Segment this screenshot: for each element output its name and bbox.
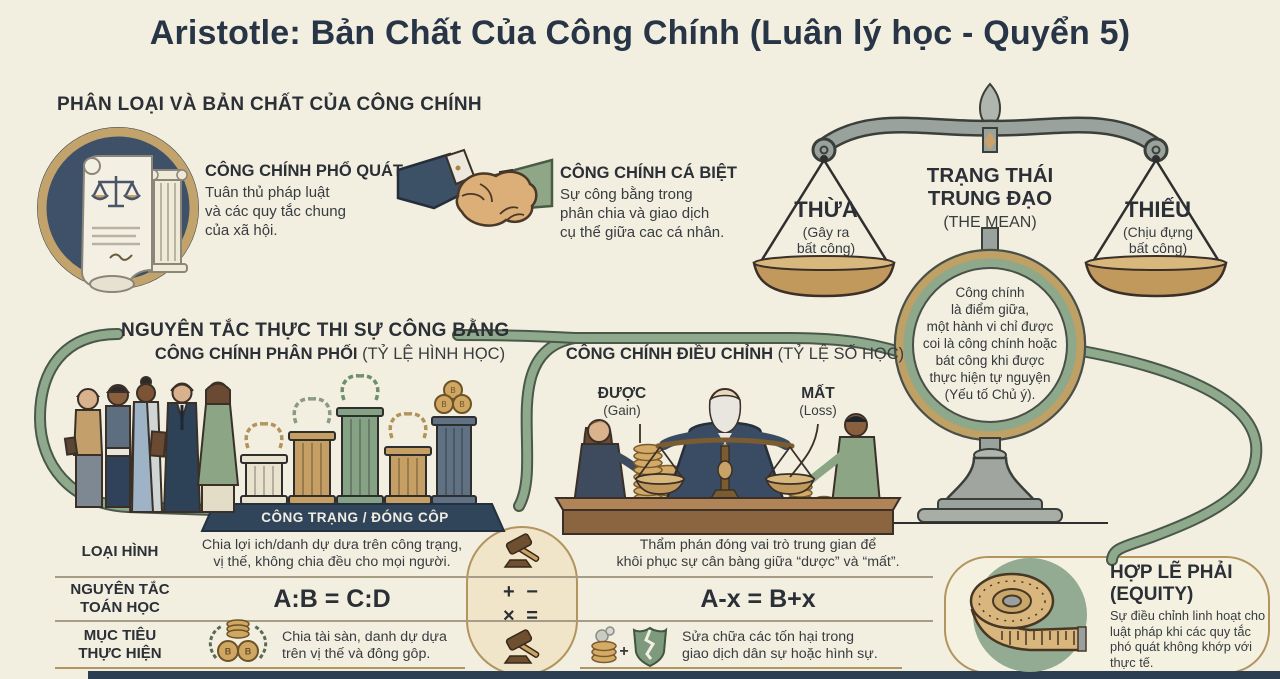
table-bottom-line-right (580, 667, 902, 669)
person (128, 376, 168, 513)
mean-label: TRẠNG THÁI TRUNG ĐẠO (926, 164, 1054, 210)
person (105, 384, 131, 508)
svg-text:B: B (450, 386, 455, 395)
universal-justice-body: Tuân thủ pháp luật và các quy tắc chung … (205, 184, 346, 239)
hand-scale-icon (634, 437, 816, 501)
laurel-icon (388, 412, 428, 439)
row-label-math: NGUYÊN TẮC TOÁN HỌC (70, 581, 170, 616)
gavel-icon (503, 629, 540, 664)
column-icon (147, 169, 188, 273)
particular-justice-title: CÔNG CHÍNH CÁ BIỆT (560, 164, 737, 182)
plaintiff-person (572, 419, 644, 505)
distributive-header: CÔNG CHÍNH PHÂN PHỐI (TỶ LỆ HÌNH HỌC) (140, 344, 520, 365)
gain-sublabel: (Gain) (603, 403, 641, 418)
mean-ring-note: Công chính là điểm giữa, một hành vi chỉ… (922, 285, 1058, 402)
svg-text:B: B (245, 647, 252, 657)
coins-broken-shield-icon: + (591, 626, 668, 668)
deficiency-label: THIẾU (1125, 197, 1191, 222)
distributive-note: (TỶ LỆ HÌNH HỌC) (357, 345, 506, 363)
handshake-icon (396, 148, 554, 227)
pillar (384, 446, 432, 505)
scroll-icon (80, 155, 153, 293)
corrective-goal-cell: Sửa chữa các tốn hại trong giao dịch dân… (682, 629, 878, 663)
laurel-coins-icon: B B (208, 619, 268, 662)
pillar (240, 454, 288, 505)
left-pan (752, 155, 896, 298)
laurel-icon (244, 422, 284, 449)
gain-label: ĐƯỢC (597, 385, 647, 402)
corrective-header: CÔNG CHÍNH ĐIỀU CHỈNH (TỶ LỆ SỐ HỌC) (545, 344, 925, 365)
judge-scene-icon (554, 388, 902, 535)
scroll-column-seal-icon (37, 127, 199, 293)
platform-label: CÔNG TRẠNG / ĐÓNG CÔP (261, 510, 449, 525)
equity-title: HỢP LẼ PHẢI (EQUITY) (1110, 562, 1233, 605)
distributive-title: CÔNG CHÍNH PHÂN PHỐI (154, 345, 358, 363)
math-symbols: + − × = (503, 581, 541, 627)
svg-text:B: B (459, 400, 464, 409)
deficiency-sublabel: (Chịu đựng bất công) (1122, 224, 1194, 257)
table-bottom-line-left (55, 667, 465, 669)
row-label-goal: MỤC TIÊU THỰC HIỆN (78, 627, 162, 662)
excess-label: THỪA (794, 197, 858, 222)
excess-sublabel: (Gây ra bất công) (796, 224, 856, 257)
distributive-goal-cell: Chia tài sàn, danh dự dựa trên vị thế và… (282, 629, 447, 663)
person (196, 381, 240, 513)
person (162, 382, 202, 513)
right-pan (1084, 155, 1228, 298)
people-group-icon (63, 376, 240, 513)
table-divider-2 (55, 620, 933, 622)
row-label-type: LOẠI HÌNH (81, 543, 159, 560)
distributive-type-cell: Chia lợi ich/danh dự dưa trên công trạng… (201, 537, 463, 571)
table-divider-1 (55, 576, 933, 578)
table-icon (554, 497, 902, 535)
universal-justice-title: CÔNG CHÍNH PHỔ QUÁT (205, 162, 403, 180)
svg-text:B: B (225, 647, 232, 657)
mean-ring (893, 248, 1087, 442)
corrective-type-cell: Thẩm phán đóng vai trò trung gian để khô… (616, 537, 900, 571)
pillar (431, 416, 477, 505)
pillar (336, 407, 384, 505)
corrective-note: (TỶ LỆ SỐ HỌC) (773, 345, 905, 363)
principles-heading: NGUYÊN TẮC THỰC THI SỰ CÔNG BẰNG (121, 320, 510, 341)
laurel-icon (292, 397, 332, 424)
distributive-formula: A:B = C:D (273, 585, 391, 613)
pillar (288, 431, 336, 505)
loss-sublabel: (Loss) (799, 403, 837, 418)
person (63, 388, 104, 508)
platform (200, 503, 506, 532)
pillars-icon: B B B (200, 374, 506, 532)
classification-heading: PHÂN LOẠI VÀ BẢN CHẤT CỦA CÔNG CHÍNH (57, 94, 482, 115)
mean-sublabel: (THE MEAN) (943, 214, 1037, 231)
gavel-icon (503, 533, 540, 568)
equity-body: Sự điều chỉnh linh hoạt cho luật pháp kh… (1110, 608, 1266, 670)
bottom-bar (88, 671, 1280, 679)
tape-measure-icon (969, 558, 1087, 672)
coins-icon: B B B (434, 380, 472, 414)
loss-pointer-line (789, 423, 819, 478)
corrective-title: CÔNG CHÍNH ĐIỀU CHỈNH (565, 345, 774, 363)
scales-glyph (91, 176, 141, 208)
loss-label: MẤT (801, 385, 835, 402)
svg-text:+: + (619, 643, 628, 660)
particular-justice-body: Sự công bằng trong phân chia và giao dịc… (560, 186, 725, 241)
page-title: Aristotle: Bản Chất Của Công Chính (Luân… (149, 14, 1131, 52)
defendant-person (808, 413, 882, 505)
corrective-formula: A-x = B+x (700, 585, 816, 613)
balance-scale-icon (752, 82, 1228, 524)
laurel-icon (340, 374, 380, 401)
svg-text:B: B (441, 400, 446, 409)
